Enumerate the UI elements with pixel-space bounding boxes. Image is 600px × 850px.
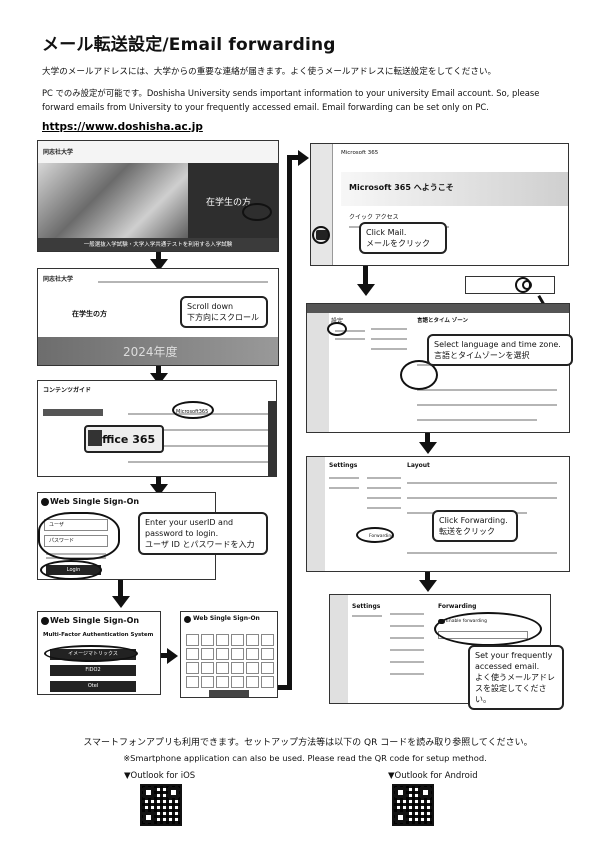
step8-language-settings: 設定 言語とタイム ゾーン: [306, 303, 570, 433]
current-students-label: 在学生の方: [206, 198, 252, 208]
key-icon: [41, 498, 49, 506]
step9-mail-settings: Settings Layout Forwarding: [306, 456, 570, 572]
content-guide-heading: コンテンツガイド: [43, 387, 92, 394]
settings-side-title: 設定: [331, 318, 344, 325]
qr-code-ios[interactable]: [140, 784, 182, 826]
mail-callout: Click Mail. メールをクリック: [359, 222, 447, 254]
exam-banner: 一般選抜入学試験・大学入学共通テストを利用する入学試験: [38, 238, 278, 251]
univ-logo-2: 同志社大学: [43, 276, 74, 283]
m365-app-name: Microsoft 365: [341, 150, 379, 156]
m365-welcome: Microsoft 365 へようこそ: [349, 183, 454, 192]
forward-email-highlight: [434, 612, 542, 646]
forwarding-highlight: [356, 527, 394, 543]
image-matrix-highlight: [44, 645, 138, 662]
students-heading: 在学生の方: [72, 310, 107, 318]
office365-label: Office 365: [92, 433, 156, 446]
microsoft365-highlight: [172, 401, 214, 419]
forwarding-callout: Click Forwarding. 転送をクリック: [432, 510, 518, 542]
outlook-toolbar-strip: [465, 276, 555, 294]
intro-japanese: 大学のメールアドレスには、大学からの重要な連絡が届きます。よく使うメールアドレス…: [42, 67, 497, 77]
university-link[interactable]: https://www.doshisha.ac.jp: [42, 121, 203, 133]
login-field-highlight: [38, 512, 120, 560]
footer-english: ※Smartphone application can also be used…: [123, 753, 487, 763]
qr-android-label: ▼Outlook for Android: [388, 771, 478, 781]
page-title: メール転送設定/Email forwarding: [42, 35, 336, 55]
step2-students-page: 同志社大学 在学生の方 2024年度: [37, 268, 279, 366]
office365-tile[interactable]: Office 365: [84, 425, 164, 453]
sso-brand-3: Web Single Sign-On: [193, 615, 260, 622]
step6-image-matrix: Web Single Sign-On: [180, 611, 278, 698]
intro-text: PC でのみ設定が可能です。Doshisha University sends …: [42, 88, 540, 112]
sso-brand: Web Single Sign-On: [50, 497, 140, 506]
step1-highlight: [242, 203, 272, 221]
mfa-subtitle: Multi-Factor Authentication System: [43, 632, 154, 638]
qr-code-android[interactable]: [392, 784, 434, 826]
login-button-highlight: [40, 560, 102, 580]
key-icon-3: [184, 616, 191, 623]
otel-button[interactable]: Otel: [50, 681, 136, 692]
step1-homepage-screenshot: 同志社大学 在学生の方 一般選抜入学試験・大学入学共通テストを利用する入学試験: [37, 140, 279, 252]
general-highlight: [327, 322, 347, 336]
office-logo-icon: [88, 430, 102, 446]
language-callout: Select language and time zone. 言語とタイムゾーン…: [427, 334, 573, 366]
fido2-button[interactable]: FIDO2: [50, 665, 136, 676]
settings-title: Settings: [329, 462, 358, 469]
lang-panel-title: 言語とタイム ゾーン: [417, 318, 469, 324]
image-matrix-grid[interactable]: [186, 634, 274, 688]
qr-ios-label: ▼Outlook for iOS: [124, 771, 196, 781]
login-callout: Enter your userID and password to login.…: [138, 512, 268, 555]
sso-brand-2: Web Single Sign-On: [50, 616, 140, 625]
mail-icon-highlight: [312, 226, 330, 244]
set-email-callout: Set your frequently accessed email. よく使う…: [468, 645, 564, 710]
scroll-callout: Scroll down 下方向にスクロール: [180, 296, 268, 328]
footer-japanese: スマートフォンアプリも利用できます。セットアップ方法等は以下の QR コードを読…: [83, 738, 533, 748]
gear-highlight: [515, 277, 531, 293]
year-label: 2024年度: [123, 345, 178, 359]
university-logo: 同志社大学: [43, 149, 74, 156]
layout-title: Layout: [407, 462, 430, 469]
forwarding-title: Forwarding: [438, 603, 477, 610]
key-icon-2: [41, 617, 49, 625]
language-highlight: [400, 360, 438, 390]
quick-access-label: クイック アクセス: [349, 214, 399, 221]
settings-title-2: Settings: [352, 603, 381, 610]
